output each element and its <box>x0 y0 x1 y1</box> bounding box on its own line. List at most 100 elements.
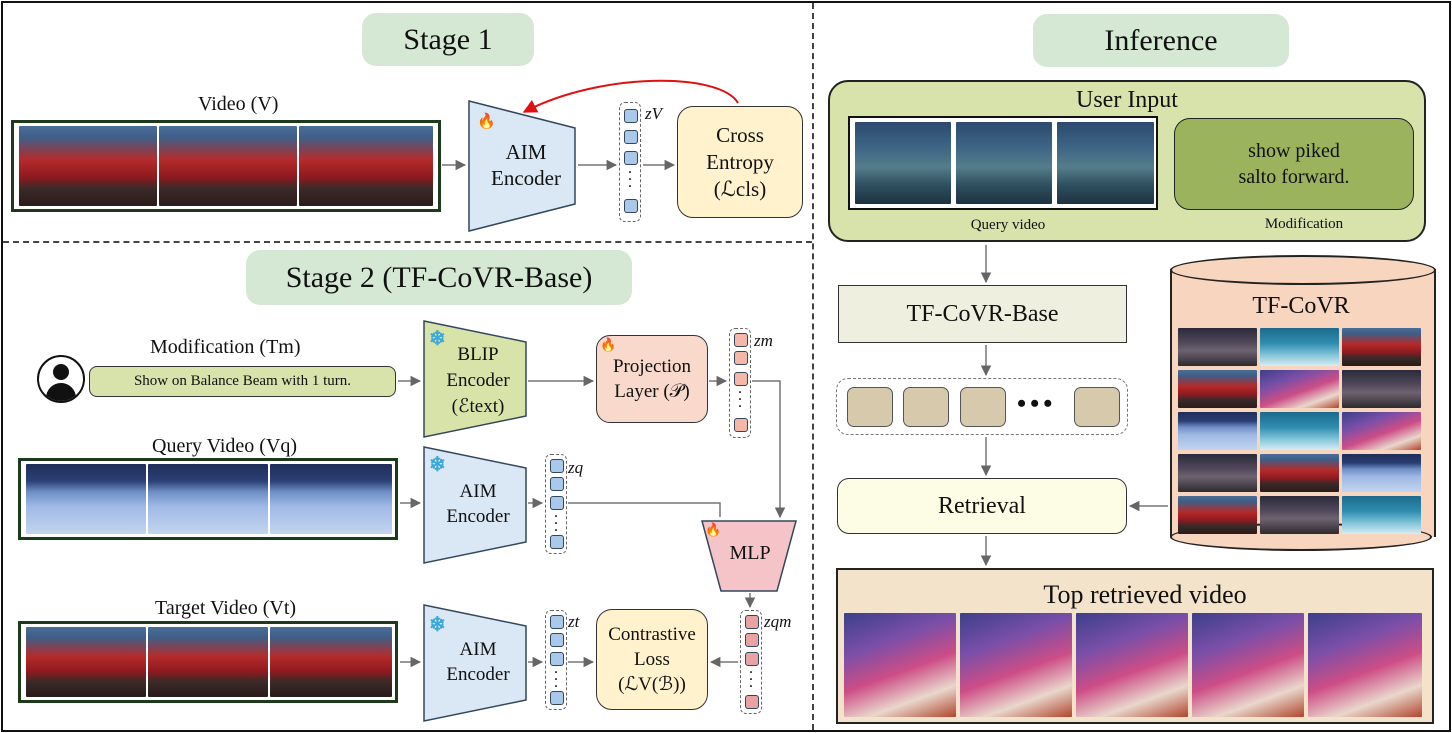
blip-line: (ℰtext) <box>451 396 505 417</box>
mlp-label: MLP <box>729 541 771 564</box>
zm-label: zm <box>754 331 773 350</box>
database-thumbnail-grid <box>1178 328 1422 536</box>
zv-vector: ··· <box>619 102 641 222</box>
video-frame <box>1178 370 1257 408</box>
video-frame <box>1076 613 1188 717</box>
encoder-line: Encoder <box>446 506 510 527</box>
video-frame <box>1342 328 1421 366</box>
embedding-cell <box>960 387 1006 427</box>
vector-cell <box>550 535 564 549</box>
modification-label: Modification (Tm) <box>150 336 301 358</box>
modification-line: show piked <box>1248 140 1340 162</box>
video-frame <box>1260 370 1339 408</box>
snowflake-icon: ❄ <box>429 614 446 636</box>
video-frame <box>844 613 956 717</box>
stage1-encoder-label: AIM Encoder <box>478 136 574 194</box>
vector-cell <box>624 109 638 123</box>
query-video-label: Query Video (Vq) <box>152 435 298 457</box>
video-frame <box>159 126 297 206</box>
embedding-cell <box>847 387 893 427</box>
zv-label: zV <box>645 104 662 123</box>
embedding-ellipsis: ••• <box>1017 389 1057 418</box>
snowflake-icon: ❄ <box>429 328 446 350</box>
target-video-label: Target Video (Vt) <box>155 597 297 619</box>
modification-text-box: Show on Balance Beam with 1 turn. <box>89 366 396 397</box>
contrastive-loss-box: Contrastive Loss (ℒV(ℬ)) <box>596 609 708 710</box>
target-aim-encoder-shape <box>423 604 527 722</box>
video-frame <box>270 627 392 697</box>
contrastive-line: Loss <box>634 649 670 670</box>
loss-line: Cross <box>716 122 764 147</box>
vector-cell <box>624 151 638 165</box>
embedding-bank: ••• <box>836 378 1128 435</box>
stage2-title: Stage 2 (TF-CoVR-Base) <box>246 250 632 305</box>
video-frame <box>1342 454 1421 492</box>
horizontal-divider <box>3 241 812 243</box>
vector-cell <box>734 372 748 386</box>
flame-icon: 🔥 <box>477 114 496 130</box>
flame-icon: 🔥 <box>705 522 722 537</box>
query-video-strip <box>18 458 398 540</box>
blip-encoder-shape <box>423 320 527 438</box>
video-frame <box>1192 613 1304 717</box>
stage1-video-strip <box>11 120 441 212</box>
modification-line: salto forward. <box>1238 166 1350 188</box>
stage1-title: Stage 1 <box>362 13 534 66</box>
video-frame <box>1260 412 1339 450</box>
query-encoder-label: AIM Encoder <box>430 476 526 532</box>
embedding-cell <box>1074 387 1120 427</box>
zq-vector: ··· <box>545 454 567 554</box>
video-frame <box>1342 370 1421 408</box>
target-encoder-label: AIM Encoder <box>430 634 526 690</box>
blip-encoder-label: BLIP Encoder (ℰtext) <box>430 338 526 424</box>
loss-line: Entropy <box>706 149 774 174</box>
user-icon <box>37 355 85 403</box>
query-video-strip <box>848 116 1158 210</box>
vector-cell <box>734 351 748 365</box>
tf-covr-base-box: TF-CoVR-Base <box>838 285 1127 343</box>
video-frame <box>1178 454 1257 492</box>
vector-cell <box>550 691 564 705</box>
video-frame <box>1260 454 1339 492</box>
blip-line: Encoder <box>446 370 510 391</box>
top-retrieved-strip <box>844 613 1426 717</box>
vector-cell <box>550 652 564 666</box>
zt-label: zt <box>568 612 580 631</box>
vector-ellipsis: ··· <box>628 165 633 193</box>
query-aim-encoder-shape <box>423 446 527 564</box>
encoder-line: AIM <box>459 639 497 660</box>
vector-cell <box>734 418 748 432</box>
loss-line: (ℒcls) <box>713 176 767 201</box>
snowflake-icon: ❄ <box>429 454 446 476</box>
target-video-strip <box>18 621 398 703</box>
vector-ellipsis: ··· <box>554 665 559 693</box>
video-frame <box>1057 122 1154 204</box>
video-frame <box>960 613 1072 717</box>
video-frame <box>855 122 951 204</box>
vector-cell <box>745 633 759 647</box>
inference-title: Inference <box>1033 14 1289 67</box>
video-frame <box>270 464 392 534</box>
embedding-cell <box>903 387 949 427</box>
video-frame <box>956 122 1052 204</box>
video-frame <box>148 627 268 697</box>
flame-icon: 🔥 <box>600 337 617 352</box>
video-frame <box>26 464 146 534</box>
contrastive-line: (ℒV(ℬ)) <box>618 674 686 695</box>
projection-line: Layer (𝒫) <box>614 381 690 402</box>
projection-layer-box: Projection Layer (𝒫) <box>596 335 708 423</box>
vector-cell <box>550 477 564 491</box>
video-frame <box>148 464 268 534</box>
stage1-video-label: Video (V) <box>198 93 279 115</box>
video-frame <box>26 627 146 697</box>
vector-cell <box>745 615 759 629</box>
zt-vector: ··· <box>545 610 567 710</box>
video-frame <box>1178 496 1257 534</box>
video-frame <box>1342 496 1421 534</box>
vector-cell <box>550 459 564 473</box>
vector-ellipsis: ··· <box>749 665 754 693</box>
video-frame <box>1178 412 1257 450</box>
cross-entropy-box: Cross Entropy (ℒcls) <box>677 106 803 218</box>
projection-line: Projection <box>612 356 692 377</box>
